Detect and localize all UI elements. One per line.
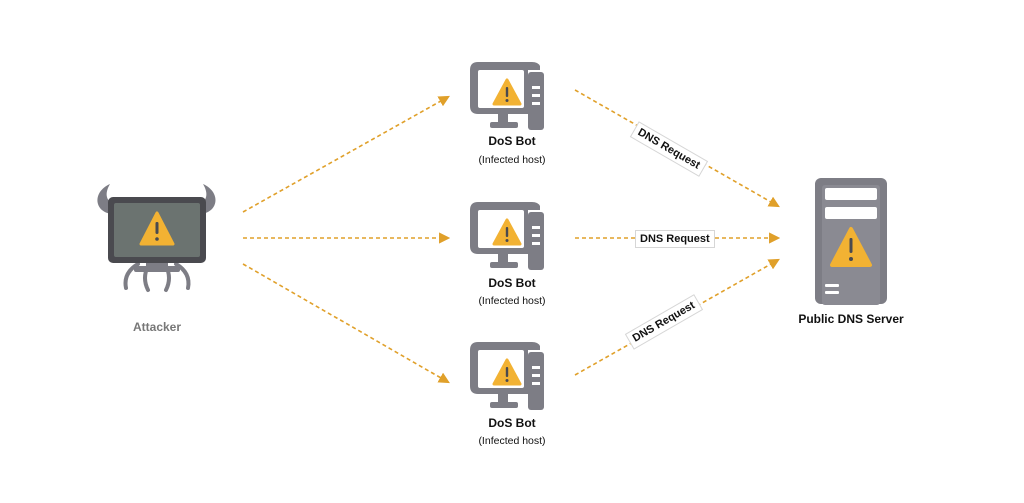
infected-pc-icon [470, 342, 544, 410]
bot-2-subtitle: (Infected host) [478, 295, 546, 307]
bot-1-title: DoS Bot [488, 134, 536, 148]
bot-3-subtitle: (Infected host) [478, 435, 546, 447]
bot-1-subtitle: (Infected host) [478, 154, 546, 166]
arrow-attacker-to-bot-3 [242, 263, 450, 384]
arrow-bot-1-to-server [574, 89, 780, 208]
arrow-bot-3-to-server [574, 258, 780, 376]
bot-2-title: DoS Bot [488, 276, 536, 290]
server-warning-icon [815, 178, 887, 305]
infected-pc-icon [470, 62, 544, 130]
horned-monitor-warning-icon [97, 184, 216, 292]
infected-pc-icon [470, 202, 544, 270]
request-label-2: DNS Request [635, 230, 715, 248]
arrow-attacker-to-bot-1 [242, 95, 450, 213]
bot-3-title: DoS Bot [488, 416, 536, 430]
attacker-label: Attacker [132, 320, 182, 334]
server-label: Public DNS Server [798, 312, 904, 326]
